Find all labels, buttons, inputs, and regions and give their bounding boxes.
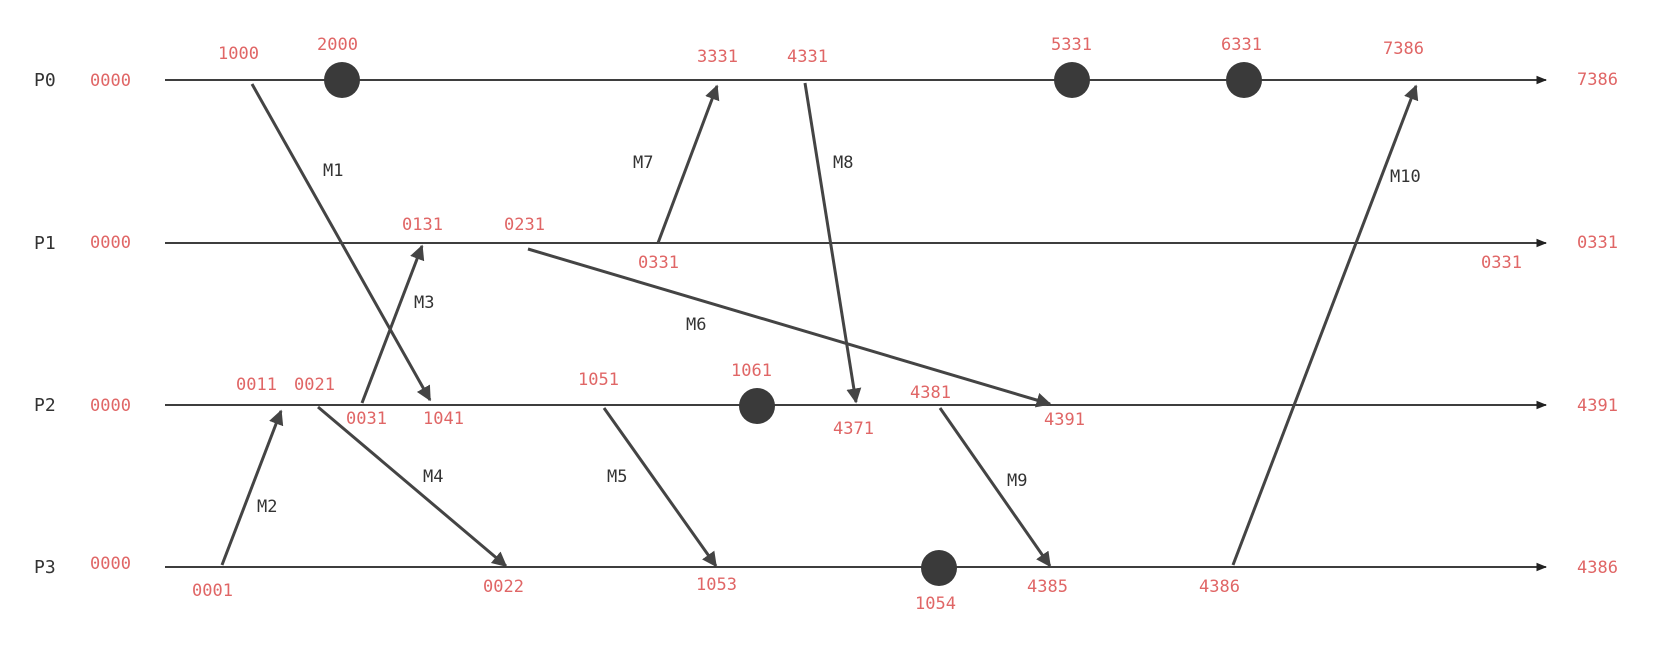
event-clock: 4391 [1044,410,1085,430]
final-clock: 7386 [1577,70,1618,90]
messages: M1 M2 M3 M4 M5 M6 M7 M8 M9 M10 [220,82,1421,568]
event-clock: 1061 [731,361,772,381]
message-label: M5 [607,467,627,487]
final-clock: 4386 [1577,558,1618,578]
message-label: M6 [686,315,706,335]
event-dot [1226,62,1262,98]
process-label: P0 [34,70,56,91]
initial-clocks: 0000 0000 0000 0000 [90,71,131,574]
event-clock: 1041 [423,409,464,429]
message-arrow-m1 [250,83,432,402]
event-clock: 7386 [1383,39,1424,59]
event-clock: 0021 [294,375,335,395]
event-clock: 0331 [638,253,679,273]
message-arrow-m3 [360,244,425,404]
message-arrow-m9 [938,407,1052,568]
process-label: P1 [34,233,56,254]
event-clock: 0231 [504,215,545,235]
event-clock: 0131 [402,215,443,235]
event-clock: 1053 [696,575,737,595]
message-label: M8 [833,153,853,173]
event-dot [1054,62,1090,98]
event-clock: 4386 [1199,577,1240,597]
event-clock: 0031 [346,409,387,429]
event-clock: 0022 [483,577,524,597]
message-label: M2 [257,497,277,517]
event-clock: 4331 [787,47,828,67]
event-dot [324,62,360,98]
message-label: M9 [1007,471,1027,491]
event-clock: 0331 [1481,253,1522,273]
process-label: P2 [34,395,56,416]
event-clock: 4381 [910,383,951,403]
initial-clock: 0000 [90,71,131,91]
event-clock: 0011 [236,375,277,395]
event-clock: 6331 [1221,35,1262,55]
final-clock: 4391 [1577,396,1618,416]
message-arrow-m7 [656,84,720,244]
process-label: P3 [34,557,56,578]
message-arrow-m10 [1231,84,1419,566]
event-clock: 3331 [697,47,738,67]
message-label: M10 [1390,167,1421,187]
message-label: M1 [323,161,343,181]
event-clock: 1051 [578,370,619,390]
event-dot [739,388,775,424]
event-clock: 1054 [915,594,956,614]
event-clocks: 1000 2000 3331 4331 5331 6331 7386 0131 … [192,35,1522,614]
event-clock: 5331 [1051,35,1092,55]
process-labels: P0 P1 P2 P3 [34,70,56,578]
timelines [165,75,1548,572]
event-clock: 4385 [1027,577,1068,597]
final-clock: 0331 [1577,233,1618,253]
event-clock: 4371 [833,419,874,439]
initial-clock: 0000 [90,396,131,416]
message-arrow-m4 [317,405,508,568]
event-clock: 1000 [218,44,259,64]
event-dot [921,550,957,586]
message-label: M3 [414,293,434,313]
message-arrow-m5 [602,407,718,568]
event-clock: 2000 [317,35,358,55]
message-label: M7 [633,153,653,173]
final-clocks: 7386 0331 4391 4386 [1577,70,1618,578]
message-label: M4 [423,467,443,487]
message-arrow-m2 [220,409,284,566]
message-arrow-m8 [803,82,862,404]
event-clock: 0001 [192,581,233,601]
initial-clock: 0000 [90,554,131,574]
event-dots [324,62,1262,586]
message-arrow-m6 [527,247,1052,408]
initial-clock: 0000 [90,233,131,253]
